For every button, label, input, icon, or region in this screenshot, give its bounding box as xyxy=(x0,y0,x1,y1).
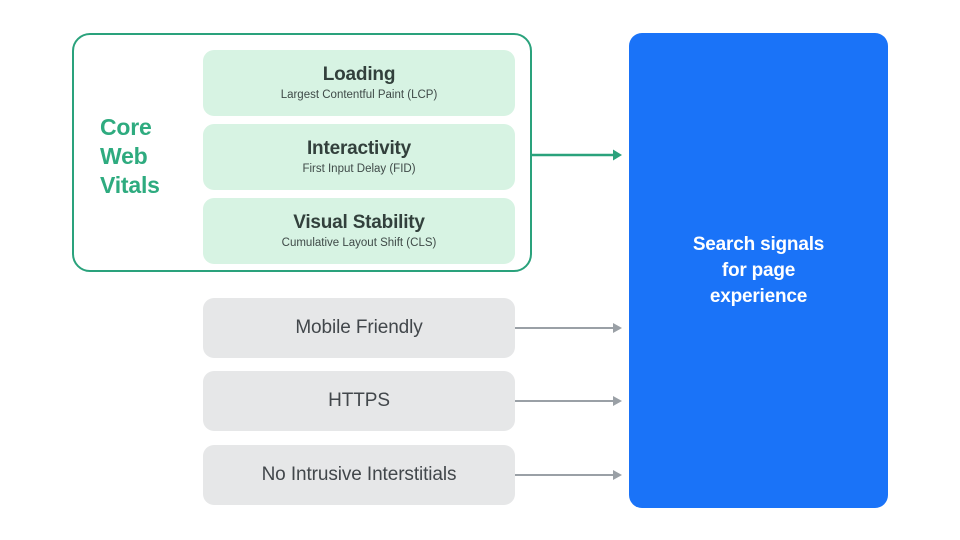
arrow-green-core-web-vitals xyxy=(531,149,622,161)
signal-label: Mobile Friendly xyxy=(295,317,423,338)
vital-title: Loading xyxy=(322,64,396,85)
vital-subtitle: First Input Delay (FID) xyxy=(302,163,416,175)
vital-subtitle: Largest Contentful Paint (LCP) xyxy=(280,89,438,101)
arrow-gray-no-intrusive-interstitials xyxy=(515,470,622,480)
arrow-gray-https xyxy=(515,396,622,406)
vital-card-visual-stability: Visual Stability Cumulative Layout Shift… xyxy=(203,198,515,264)
search-signals-panel: Search signals for page experience xyxy=(629,33,888,508)
signal-label: HTTPS xyxy=(328,390,390,411)
arrow-gray-mobile-friendly xyxy=(515,323,622,333)
vital-card-loading: Loading Largest Contentful Paint (LCP) xyxy=(203,50,515,116)
search-signals-panel-text: Search signals for page experience xyxy=(692,233,825,307)
vital-subtitle: Cumulative Layout Shift (CLS) xyxy=(281,237,437,249)
signal-card-no-intrusive-interstitials: No Intrusive Interstitials xyxy=(203,445,515,505)
core-web-vitals-label: Core Web Vitals xyxy=(100,114,160,198)
core-web-vitals-group xyxy=(72,33,532,272)
signal-label: No Intrusive Interstitials xyxy=(261,464,457,485)
vital-title: Visual Stability xyxy=(293,212,425,233)
vital-card-interactivity: Interactivity First Input Delay (FID) xyxy=(203,124,515,190)
signal-card-https: HTTPS xyxy=(203,371,515,431)
signal-card-mobile-friendly: Mobile Friendly xyxy=(203,298,515,358)
vital-title: Interactivity xyxy=(306,138,412,159)
